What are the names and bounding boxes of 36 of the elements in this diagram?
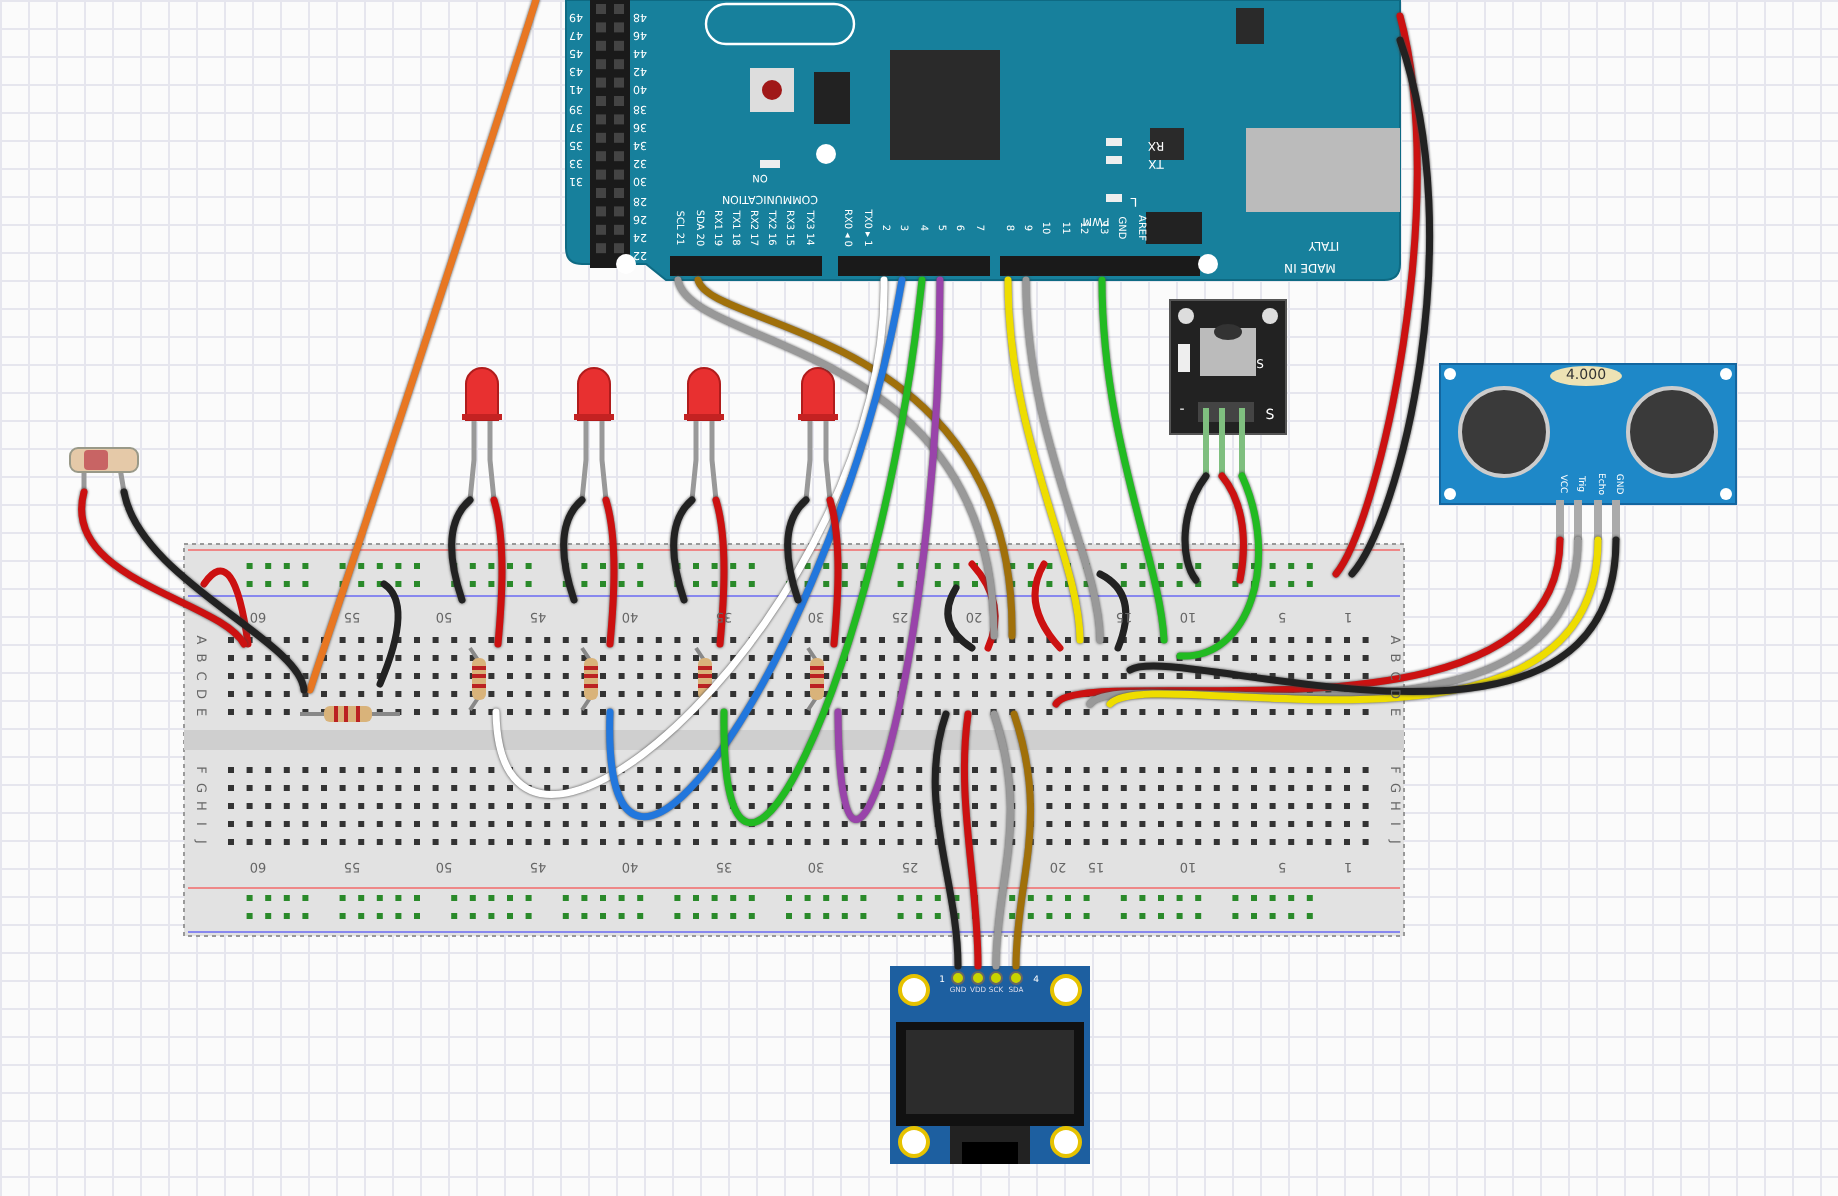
jumper-wire [712,496,728,648]
jumper-wire [784,496,810,604]
jumper-wire [492,276,888,798]
ultrasonic-sensor-drawing [1440,364,1736,540]
led-drawing [574,364,614,500]
jumper-wire [490,496,506,648]
jumper-wire [1004,276,1084,644]
jumper-wire [448,496,474,604]
jumper-wire [834,276,944,823]
jumper-wire [1022,276,1104,644]
led-drawing [462,364,502,500]
jumper-wire [1176,472,1262,660]
jumper-wire [1181,472,1210,584]
jumper-wire [990,710,1014,970]
sensor-module-drawing [1170,300,1286,476]
jumper-wire [720,276,926,826]
jumper-wire [961,710,982,970]
jumper-wire [602,496,618,648]
jumper-wire [931,710,962,970]
jumper-wire [1218,472,1247,584]
jumper-wire [1348,36,1433,578]
oled-display-drawing [890,966,1090,1164]
jumper-wire [826,496,842,648]
breadboard-drawing [184,544,1404,936]
jumper-wire [78,488,248,648]
jumper-wire [1098,276,1168,644]
jumper-wire [1332,12,1421,578]
microcontroller-board-drawing [566,0,1400,280]
jumper-wire [670,496,696,604]
jumper-wire [120,488,308,694]
jumper-wire [306,0,540,694]
jumper-wire [606,276,906,821]
jumper-wire [1010,710,1034,970]
jumper-wire [560,496,586,604]
led-drawing [798,364,838,500]
led-drawing [684,364,724,500]
